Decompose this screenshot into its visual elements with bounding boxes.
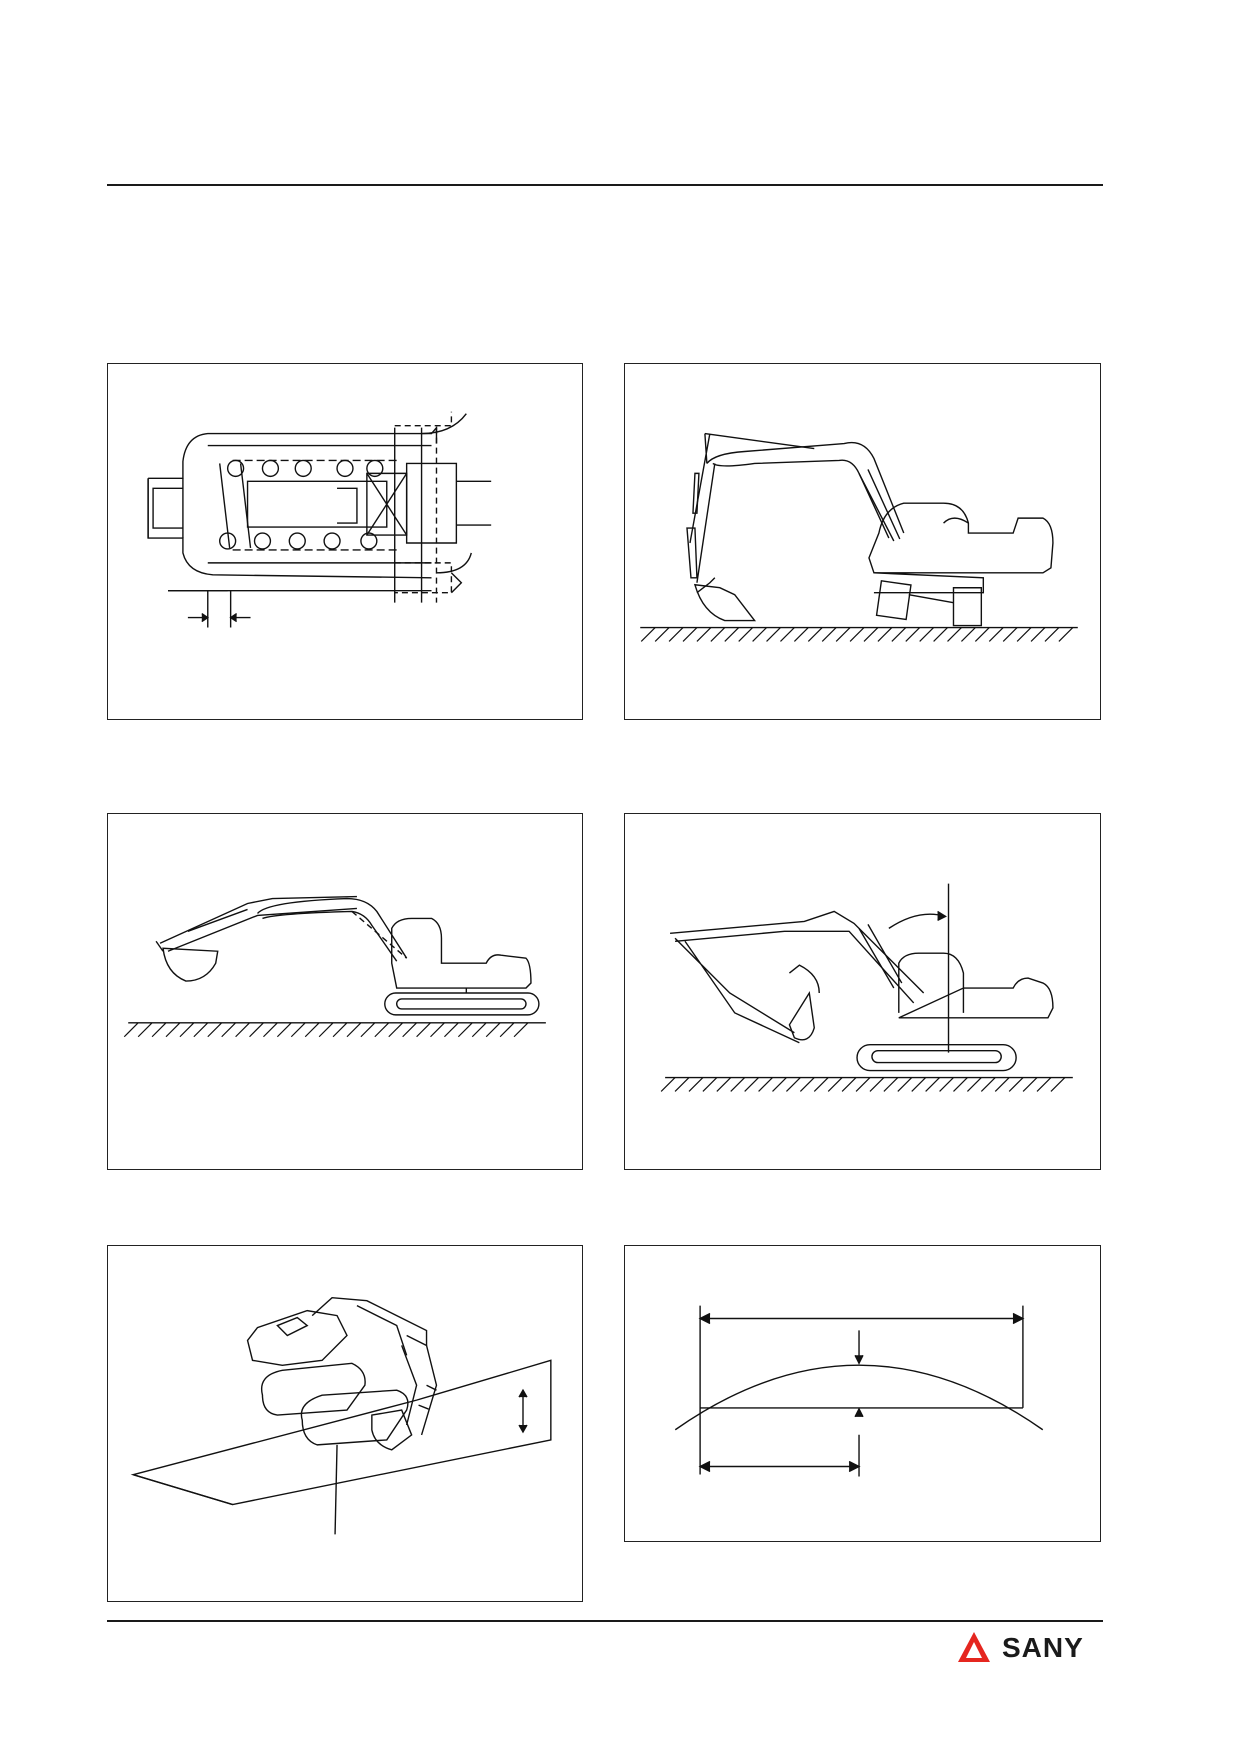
figure-excavator-slope (107, 1245, 583, 1602)
figure-valve-spring (107, 363, 583, 720)
figure-excavator-jacked (624, 363, 1101, 720)
footer-rule (107, 1620, 1103, 1622)
figure-excavator-boom-angle (624, 813, 1101, 1170)
sany-logo-icon (958, 1632, 990, 1662)
brand-name: SANY (1002, 1632, 1084, 1663)
figure-excavator-boom-level (107, 813, 583, 1170)
logo-mark (958, 1632, 990, 1662)
header-rule (107, 184, 1103, 186)
figure-arc-measurement (624, 1245, 1101, 1542)
